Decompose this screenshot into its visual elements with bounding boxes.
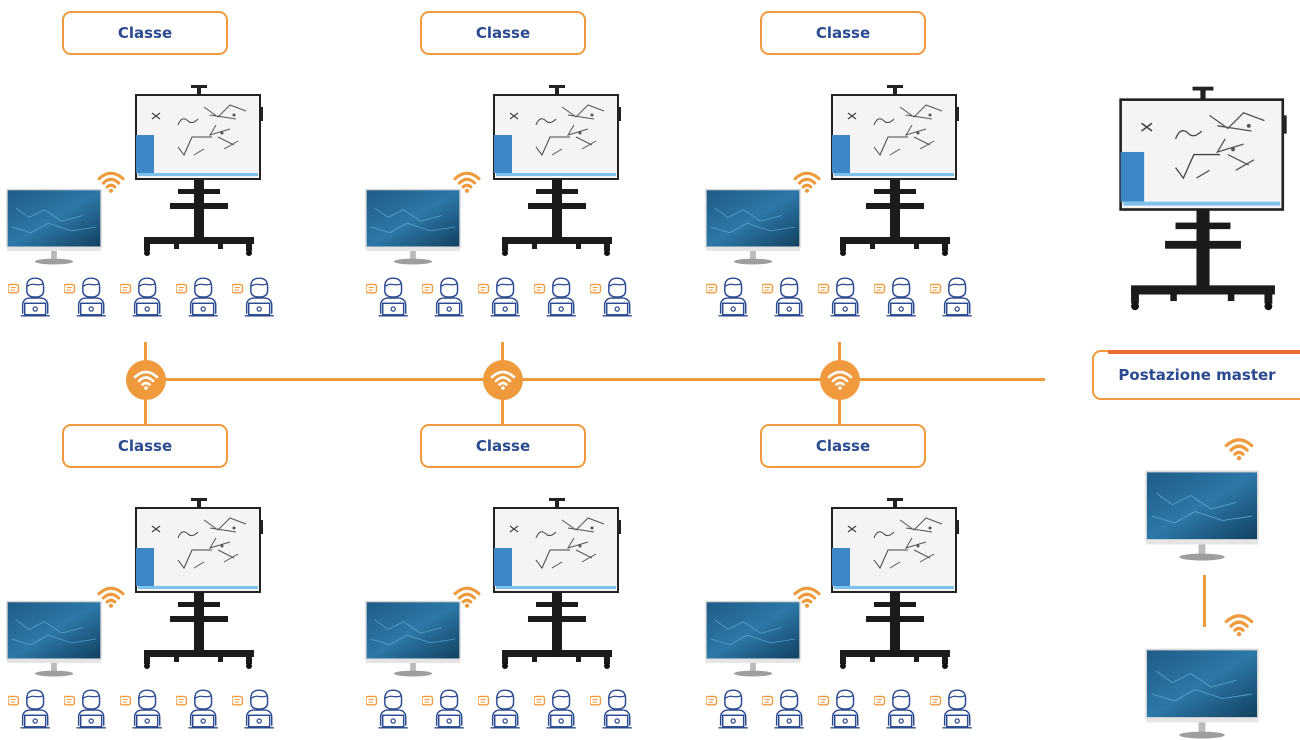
wifi-hub-icon [820,360,860,400]
wifi-icon [452,585,482,609]
interactive-whiteboard-icon [134,85,264,260]
master-monitor-icon [1145,470,1259,562]
student-laptop-icon [64,276,110,318]
student-laptop-icon [930,276,976,318]
desktop-monitor-icon [6,188,102,266]
student-laptop-icon [232,688,278,730]
wifi-icon [792,585,822,609]
student-laptop-icon [762,276,808,318]
student-laptop-icon [706,276,752,318]
master-whiteboard-icon [1118,86,1288,316]
wifi-hub-icon [126,360,166,400]
student-laptop-icon [232,276,278,318]
student-laptop-icon [478,688,524,730]
class-label-bottom-2: Classe [420,424,586,468]
wifi-icon [1224,436,1254,462]
wifi-icon [452,170,482,194]
student-laptop-icon [366,276,412,318]
student-laptop-icon [120,276,166,318]
master-station-label: Postazione master [1092,350,1300,400]
wifi-icon [792,170,822,194]
student-laptop-icon [176,688,222,730]
class-label-bottom-1: Classe [62,424,228,468]
student-laptop-icon [590,276,636,318]
wifi-icon [96,585,126,609]
desktop-monitor-icon [6,600,102,678]
class-label-top-3: Classe [760,11,926,55]
interactive-whiteboard-icon [492,85,622,260]
student-laptop-icon [422,276,468,318]
wifi-icon [1224,612,1254,638]
interactive-whiteboard-icon [134,498,264,673]
desktop-monitor-icon [705,600,801,678]
student-laptop-icon [366,688,412,730]
interactive-whiteboard-icon [830,85,960,260]
student-laptop-icon [64,688,110,730]
desktop-monitor-icon [365,188,461,266]
class-label-bottom-3: Classe [760,424,926,468]
class-label-top-1: Classe [62,11,228,55]
master-monitor-icon [1145,648,1259,740]
wifi-hub-icon [483,360,523,400]
class-label-top-2: Classe [420,11,586,55]
student-laptop-icon [762,688,808,730]
interactive-whiteboard-icon [492,498,622,673]
student-laptop-icon [478,276,524,318]
student-laptop-icon [534,276,580,318]
master-link-line [1203,575,1206,627]
wifi-icon [96,170,126,194]
student-laptop-icon [930,688,976,730]
student-laptop-icon [818,276,864,318]
desktop-monitor-icon [705,188,801,266]
interactive-whiteboard-icon [830,498,960,673]
student-laptop-icon [590,688,636,730]
student-laptop-icon [422,688,468,730]
student-laptop-icon [874,276,920,318]
network-backbone-line [145,378,1045,381]
student-laptop-icon [176,276,222,318]
student-laptop-icon [8,276,54,318]
student-laptop-icon [818,688,864,730]
student-laptop-icon [534,688,580,730]
student-laptop-icon [8,688,54,730]
desktop-monitor-icon [365,600,461,678]
student-laptop-icon [874,688,920,730]
student-laptop-icon [120,688,166,730]
student-laptop-icon [706,688,752,730]
